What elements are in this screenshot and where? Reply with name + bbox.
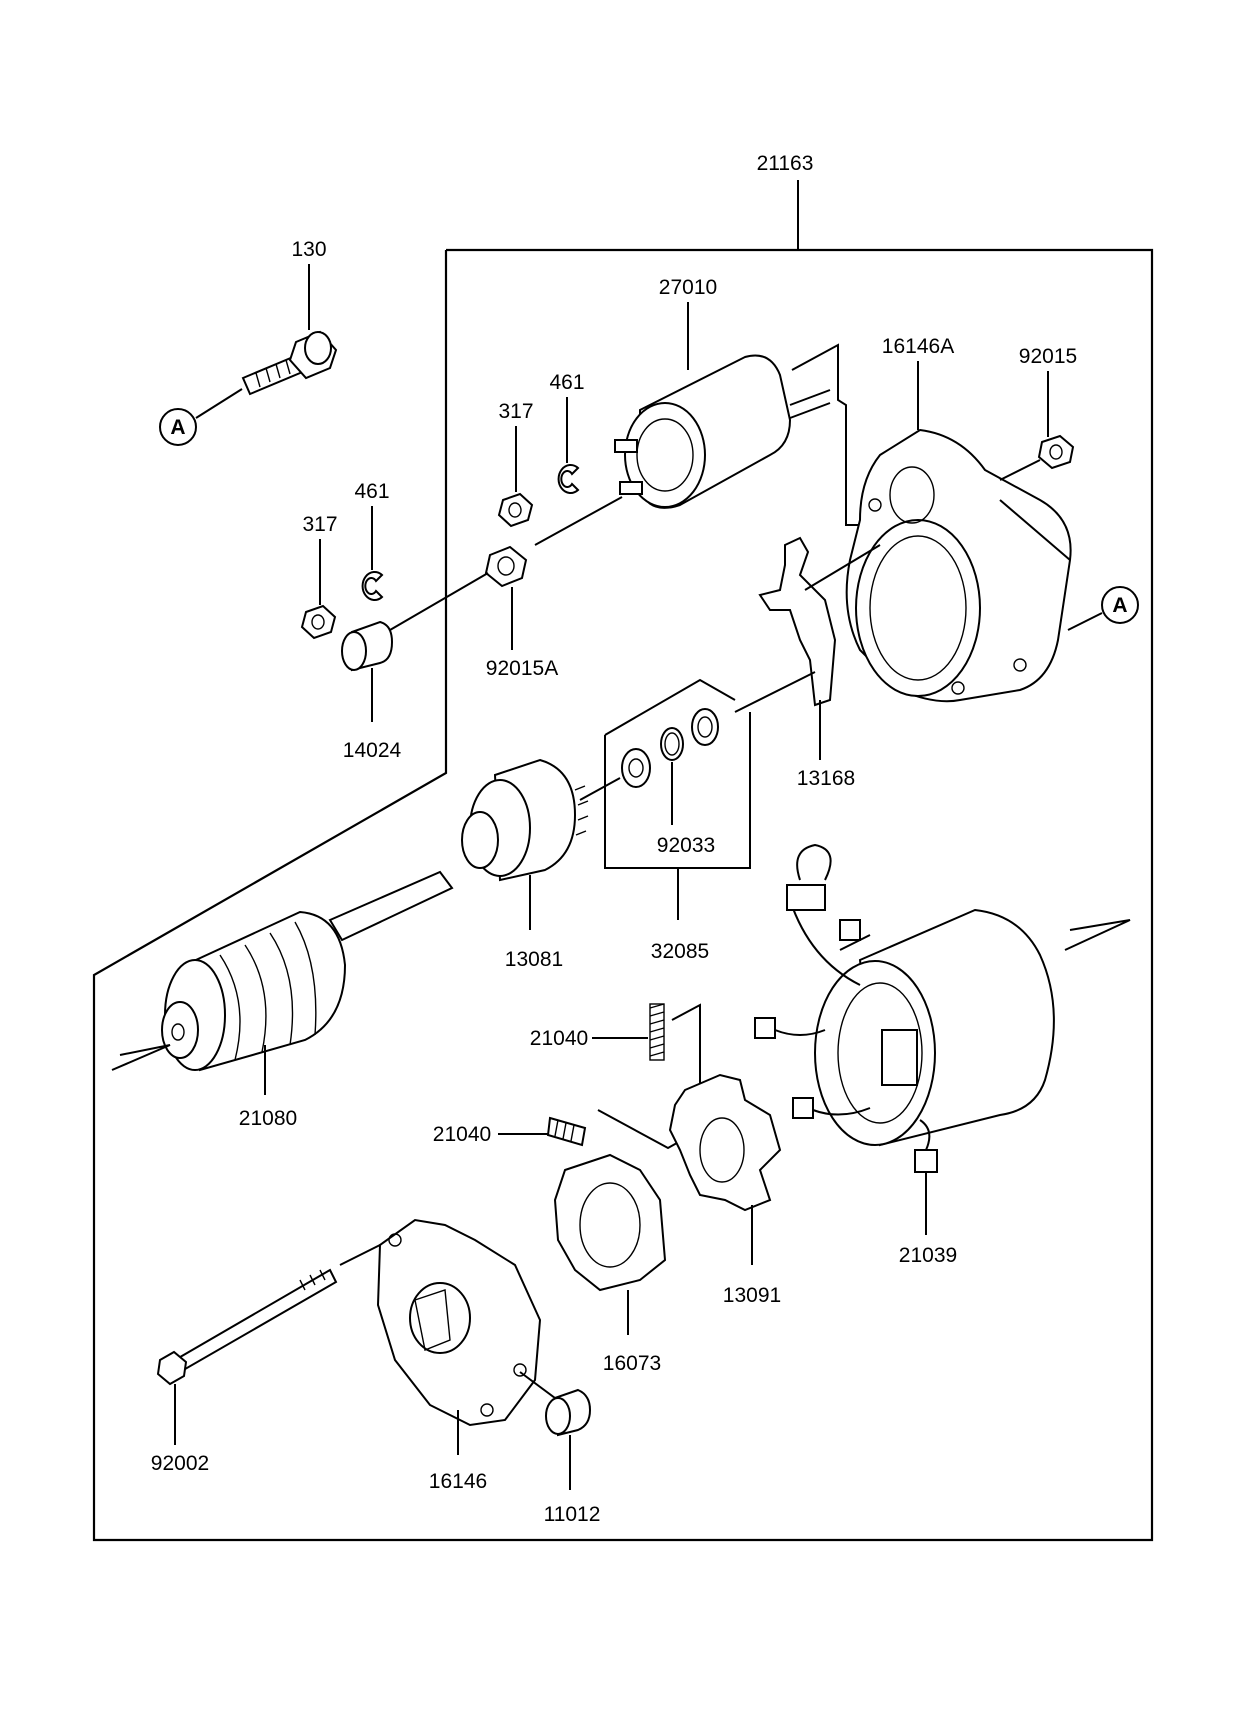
label-32085: 32085 (651, 940, 709, 963)
front-bracket-16146A: 16146A (845, 335, 1072, 703)
nut-92015A: 92015A (389, 545, 558, 680)
label-16146: 16146 (429, 1470, 487, 1493)
brush-plate-16073: 16073 (553, 1153, 667, 1375)
nut-317-left: 317 (300, 513, 338, 640)
rear-cover-16146: 16146 (376, 1218, 542, 1493)
pinion-13081: 13081 (461, 758, 589, 971)
label-92015A: 92015A (486, 657, 558, 680)
label-317-left: 317 (302, 513, 337, 536)
through-bolt-92002: 92002 (151, 1244, 381, 1475)
nut-92015: 92015 (999, 345, 1077, 481)
clip-461-left: 461 (354, 480, 390, 601)
ref-marker-a-right-text: A (1112, 594, 1127, 617)
spring-21040-upper: 21040 (530, 1003, 701, 1095)
ref-marker-a-left: A (159, 388, 243, 446)
label-317-top: 317 (498, 400, 533, 423)
bolt-130: 130 (241, 238, 338, 396)
label-16073: 16073 (603, 1352, 661, 1375)
label-11012: 11012 (544, 1503, 601, 1526)
yoke-21039: 21039 (754, 843, 1131, 1267)
spring-21040-lower: 21040 (433, 1109, 701, 1150)
label-21039: 21039 (899, 1244, 957, 1267)
clip-461-top: 461 (549, 371, 585, 494)
ref-marker-a-left-text: A (170, 416, 185, 439)
assembly-frame: 21163 (92, 152, 1154, 1542)
label-21080: 21080 (239, 1107, 297, 1130)
label-13168: 13168 (797, 767, 855, 790)
label-13091: 13091 (723, 1284, 781, 1307)
brush-holder-13091: 13091 (668, 1073, 781, 1307)
label-92033: 92033 (657, 834, 715, 857)
label-461-left: 461 (354, 480, 389, 503)
washer-set-32085: 92033 32085 (579, 678, 751, 963)
label-130: 130 (291, 238, 326, 261)
cap-11012: 11012 (519, 1371, 601, 1526)
boot-14024: 14024 (341, 620, 402, 762)
ref-marker-a-right: A (1067, 586, 1139, 631)
label-461-top: 461 (549, 371, 584, 394)
label-27010: 27010 (659, 276, 717, 299)
solenoid-27010: 27010 (534, 276, 880, 546)
label-14024: 14024 (343, 739, 402, 762)
nut-317-top: 317 (497, 400, 534, 528)
label-21040-upper: 21040 (530, 1027, 588, 1050)
label-16146A: 16146A (882, 335, 954, 358)
armature-21080: 21080 (111, 870, 454, 1130)
label-92002: 92002 (151, 1452, 209, 1475)
label-21163: 21163 (757, 152, 814, 175)
label-92015: 92015 (1019, 345, 1077, 368)
label-21040-lower: 21040 (433, 1123, 491, 1146)
shift-lever-13168: 13168 (734, 536, 881, 790)
label-13081: 13081 (505, 948, 563, 971)
